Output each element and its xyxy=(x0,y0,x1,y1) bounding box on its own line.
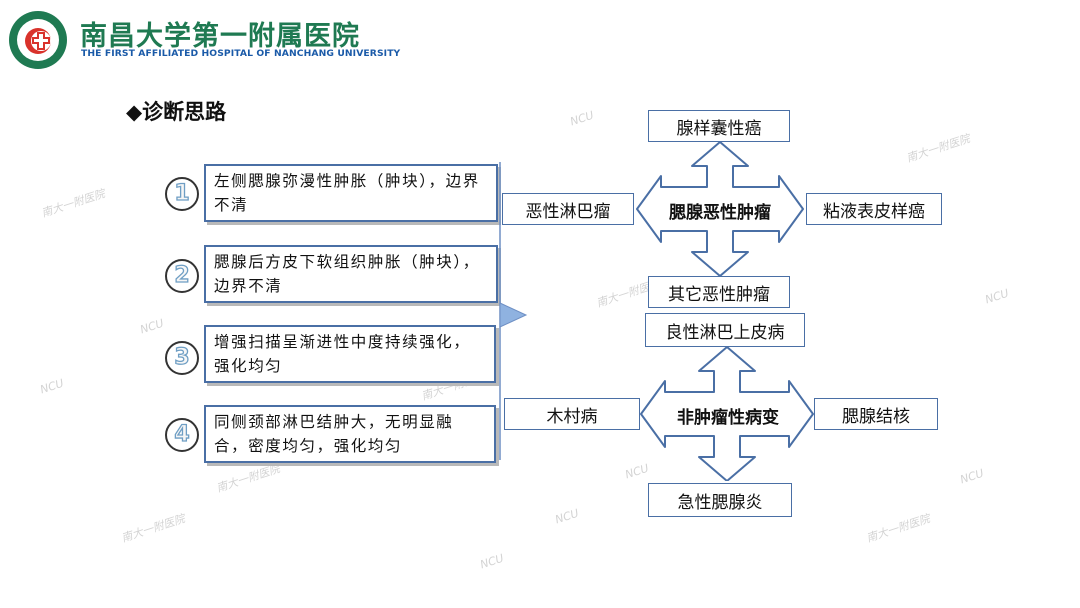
section-title: ◆诊断思路 xyxy=(126,99,227,124)
dx-box-top: 腺样囊性癌 xyxy=(648,110,790,142)
hospital-name-cn: 南昌大学第一附属医院 xyxy=(80,21,360,52)
diagram-center-malignant: 腮腺恶性肿瘤 xyxy=(669,202,771,223)
hospital-logo-icon xyxy=(9,11,67,69)
finding-number-2: 2 xyxy=(165,259,199,293)
finding-text: 左侧腮腺弥漫性肿胀（肿块），边界不清 xyxy=(214,172,480,214)
finding-number-3: 3 xyxy=(165,341,199,375)
dx-box-top: 良性淋巴上皮病 xyxy=(645,313,805,347)
finding-box-1: 左侧腮腺弥漫性肿胀（肿块），边界不清 xyxy=(204,164,498,222)
findings-bracket xyxy=(499,162,528,460)
watermark: NCU xyxy=(138,316,166,337)
finding-box-4: 同侧颈部淋巴结肿大，无明显融合，密度均匀，强化均匀 xyxy=(204,405,496,463)
finding-box-2: 腮腺后方皮下软组织肿胀（肿块），边界不清 xyxy=(204,245,498,303)
watermark: NCU xyxy=(38,376,66,397)
finding-text: 腮腺后方皮下软组织肿胀（肿块），边界不清 xyxy=(214,253,480,295)
watermark: NCU xyxy=(478,551,506,572)
four-way-arrow-icon xyxy=(640,347,814,481)
watermark: NCU xyxy=(958,466,986,487)
watermark: 南大一附医院 xyxy=(119,512,187,545)
watermark: 南大一附医院 xyxy=(864,512,932,545)
dx-box-right: 粘液表皮样癌 xyxy=(806,193,942,225)
finding-number-1: 1 xyxy=(165,177,199,211)
finding-text: 同侧颈部淋巴结肿大，无明显融合，密度均匀，强化均匀 xyxy=(214,413,454,455)
dx-box-left: 木村病 xyxy=(504,398,640,430)
watermark: NCU xyxy=(983,286,1011,307)
dx-box-right: 腮腺结核 xyxy=(814,398,938,430)
dx-box-left: 恶性淋巴瘤 xyxy=(502,193,634,225)
diagram-center-nontumor: 非肿瘤性病变 xyxy=(677,407,779,428)
watermark: 南大一附医院 xyxy=(214,462,282,495)
finding-number-4: 4 xyxy=(165,418,199,452)
watermark: NCU xyxy=(553,506,581,527)
dx-box-bottom: 其它恶性肿瘤 xyxy=(648,276,790,308)
watermark: NCU xyxy=(568,108,596,129)
four-way-arrow-icon xyxy=(636,142,804,276)
finding-text: 增强扫描呈渐进性中度持续强化，强化均匀 xyxy=(214,333,471,375)
dx-box-bottom: 急性腮腺炎 xyxy=(648,483,792,517)
finding-box-3: 增强扫描呈渐进性中度持续强化，强化均匀 xyxy=(204,325,496,383)
hospital-name-en: THE FIRST AFFILIATED HOSPITAL OF NANCHAN… xyxy=(81,48,401,59)
watermark: 南大一附医院 xyxy=(904,132,972,165)
watermark: 南大一附医院 xyxy=(39,187,107,220)
